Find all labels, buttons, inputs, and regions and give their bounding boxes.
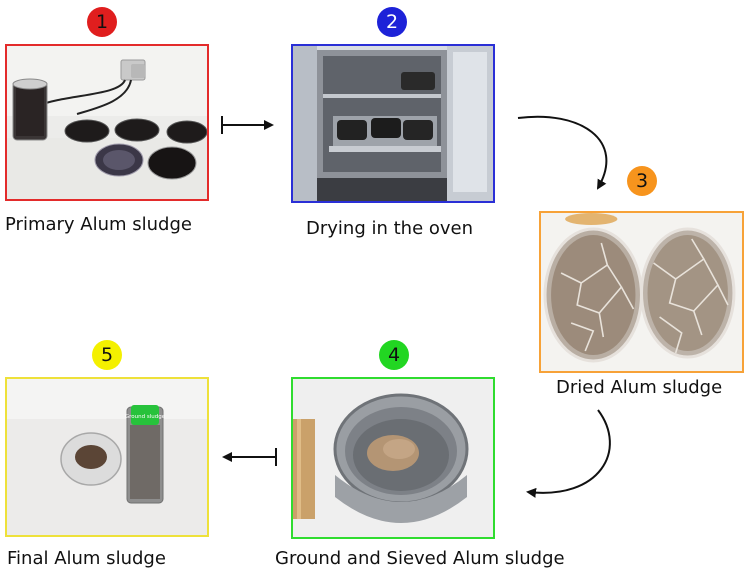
arrow-step2-to-step3 [518, 117, 606, 188]
arrow-step1-to-step2 [222, 116, 272, 134]
arrow-step4-to-step5 [224, 448, 276, 466]
arrow-step3-to-step4 [528, 410, 610, 493]
